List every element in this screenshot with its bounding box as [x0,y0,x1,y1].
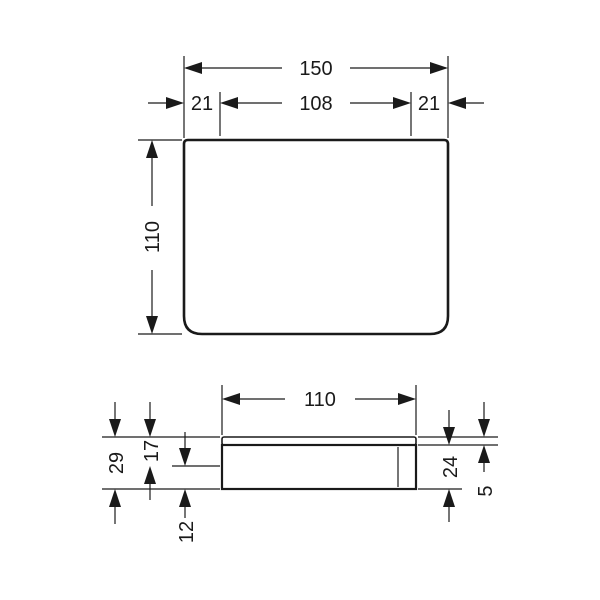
arrow-up [443,489,455,507]
arrow-up [478,445,490,463]
arrow-right [393,97,411,109]
dim-total-height: 29 [106,402,128,524]
dim-label-right-offset: 21 [418,93,440,115]
arrow-left [220,97,238,109]
arrow-left [448,97,466,109]
dim-label-total-height: 29 [106,452,128,474]
dim-label-left-offset: 21 [191,93,213,115]
arrow-left [222,393,240,405]
side-view-lid [221,436,417,446]
arrow-down [109,419,121,437]
dim-label-overall-width: 150 [299,58,332,80]
dim-lid-height: 5 [475,402,497,497]
arrow-right [430,62,448,74]
dim-label-body-height: 24 [440,456,462,478]
dim-label-lid-height: 5 [475,485,497,496]
dim-label-inner-width: 108 [299,93,332,115]
arrow-down [144,419,156,437]
arrow-right [398,393,416,405]
dim-height: 110 [138,139,182,335]
top-view: 150 21 108 21 [138,56,484,336]
dim-label-lower-gap: 12 [176,521,198,543]
dim-label-upper-height: 17 [141,440,163,462]
arrow-down [443,427,455,445]
dim-lower-gap: 12 [176,432,198,543]
arrow-down [146,316,158,334]
arrow-left [184,62,202,74]
arrow-up [179,489,191,507]
dim-left-offset: 21 [148,93,213,115]
dim-overall-width: 150 [184,58,448,80]
arrow-up [146,140,158,158]
arrow-down [179,448,191,466]
top-view-outline [182,138,450,336]
dim-body-height: 24 [440,410,462,522]
arrow-up [109,489,121,507]
dim-right-offset: 21 [418,93,484,115]
dim-label-side-width: 110 [304,389,336,411]
dim-upper-height: 17 [141,402,163,500]
dim-label-height: 110 [142,221,164,253]
dim-side-width: 110 [222,389,416,411]
arrow-up [144,466,156,484]
side-view-body [220,443,418,491]
dim-inner-width: 108 [220,93,411,115]
arrow-right [166,97,184,109]
side-view: 110 29 17 12 [102,385,498,543]
arrow-down [478,419,490,437]
